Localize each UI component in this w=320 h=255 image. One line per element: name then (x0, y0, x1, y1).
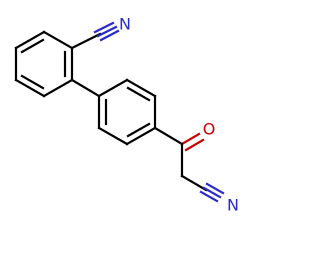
double-bond-ring1-2 (20, 74, 45, 90)
bond-ch2-to-cn (180, 174, 208, 192)
bond-ring1-f (42, 30, 74, 50)
upper-benzene-ring (14, 30, 74, 98)
triple-bond-bottom-1 (202, 186, 222, 199)
molecule-drawing: N O N (14, 15, 239, 215)
bond-ring1-b (42, 78, 74, 98)
double-bond-ring1-3 (20, 38, 45, 54)
carbonyl-o-label: O (203, 120, 216, 139)
bond-ring1-to-cn (70, 32, 102, 50)
nitrile-n-top-label: N (119, 15, 131, 34)
lower-benzene-ring (97, 78, 157, 146)
double-bond-ring2-2 (126, 122, 151, 138)
bond-ring2-d (125, 126, 157, 146)
bond-ring1-c (14, 78, 46, 98)
bond-ring1-e (14, 30, 46, 50)
triple-bond-bottom-3 (199, 190, 219, 203)
triple-bond-top-1 (96, 25, 118, 38)
carbonyl-double-bond-1 (180, 132, 201, 146)
top-nitrile-group: N (70, 15, 131, 50)
cyanoacetyl-group: O N (153, 120, 239, 215)
structure-canvas: N O N (14, 15, 239, 215)
bond-ring2-e (97, 126, 129, 146)
biaryl-bond (70, 78, 101, 98)
triple-bond-bottom-2 (205, 182, 225, 195)
bond-ring2-a (97, 78, 129, 98)
nitrile-n-bottom-label: N (227, 196, 239, 215)
triple-bond-top-3 (93, 21, 115, 34)
bond-ring2-to-carbonyl (153, 126, 184, 146)
triple-bond-top-2 (99, 29, 120, 42)
carbonyl-double-bond-2 (184, 138, 205, 152)
double-bond-ring2-1 (126, 86, 151, 102)
bond-ring2-b (125, 78, 157, 98)
